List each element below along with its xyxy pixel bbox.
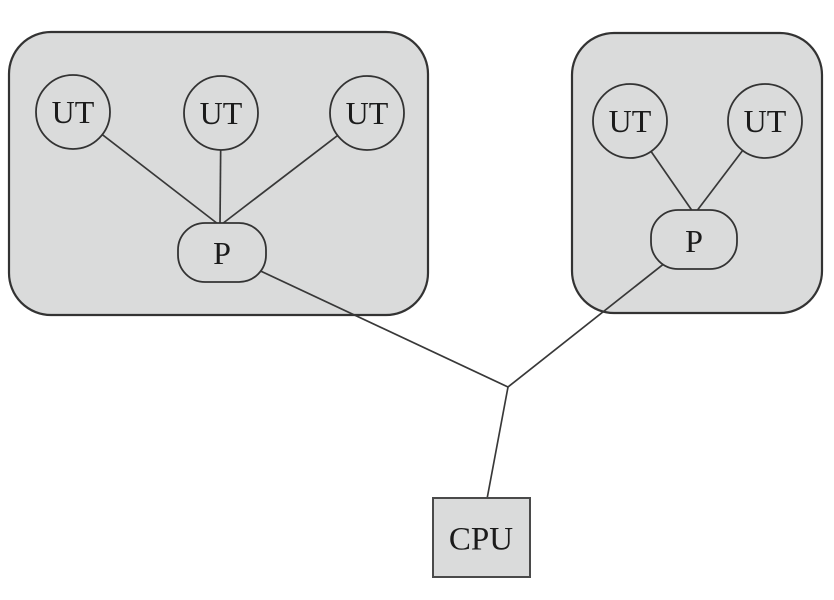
edge-junction-cpu <box>486 386 509 500</box>
node-ut-right-1 <box>592 83 668 159</box>
node-cpu <box>432 497 531 578</box>
cluster-box-left <box>7 30 430 317</box>
label-ut-right-1: UT <box>609 103 652 139</box>
label-ut-right-2: UT <box>744 103 787 139</box>
cluster-box-right <box>570 31 824 315</box>
label-p-left: P <box>213 235 231 271</box>
node-ut-left-2 <box>183 75 259 151</box>
node-ut-left-3 <box>329 75 405 151</box>
node-p-right <box>650 209 738 270</box>
edge-pleft-junction <box>221 252 509 388</box>
label-cpu: CPU <box>449 522 513 558</box>
label-p-right: P <box>685 223 703 259</box>
node-p-left <box>177 222 267 283</box>
node-ut-left-1 <box>35 74 111 150</box>
label-ut-left-3: UT <box>346 95 389 131</box>
label-ut-left-1: UT <box>52 94 95 130</box>
label-ut-left-2: UT <box>200 95 243 131</box>
node-ut-right-2 <box>727 83 803 159</box>
